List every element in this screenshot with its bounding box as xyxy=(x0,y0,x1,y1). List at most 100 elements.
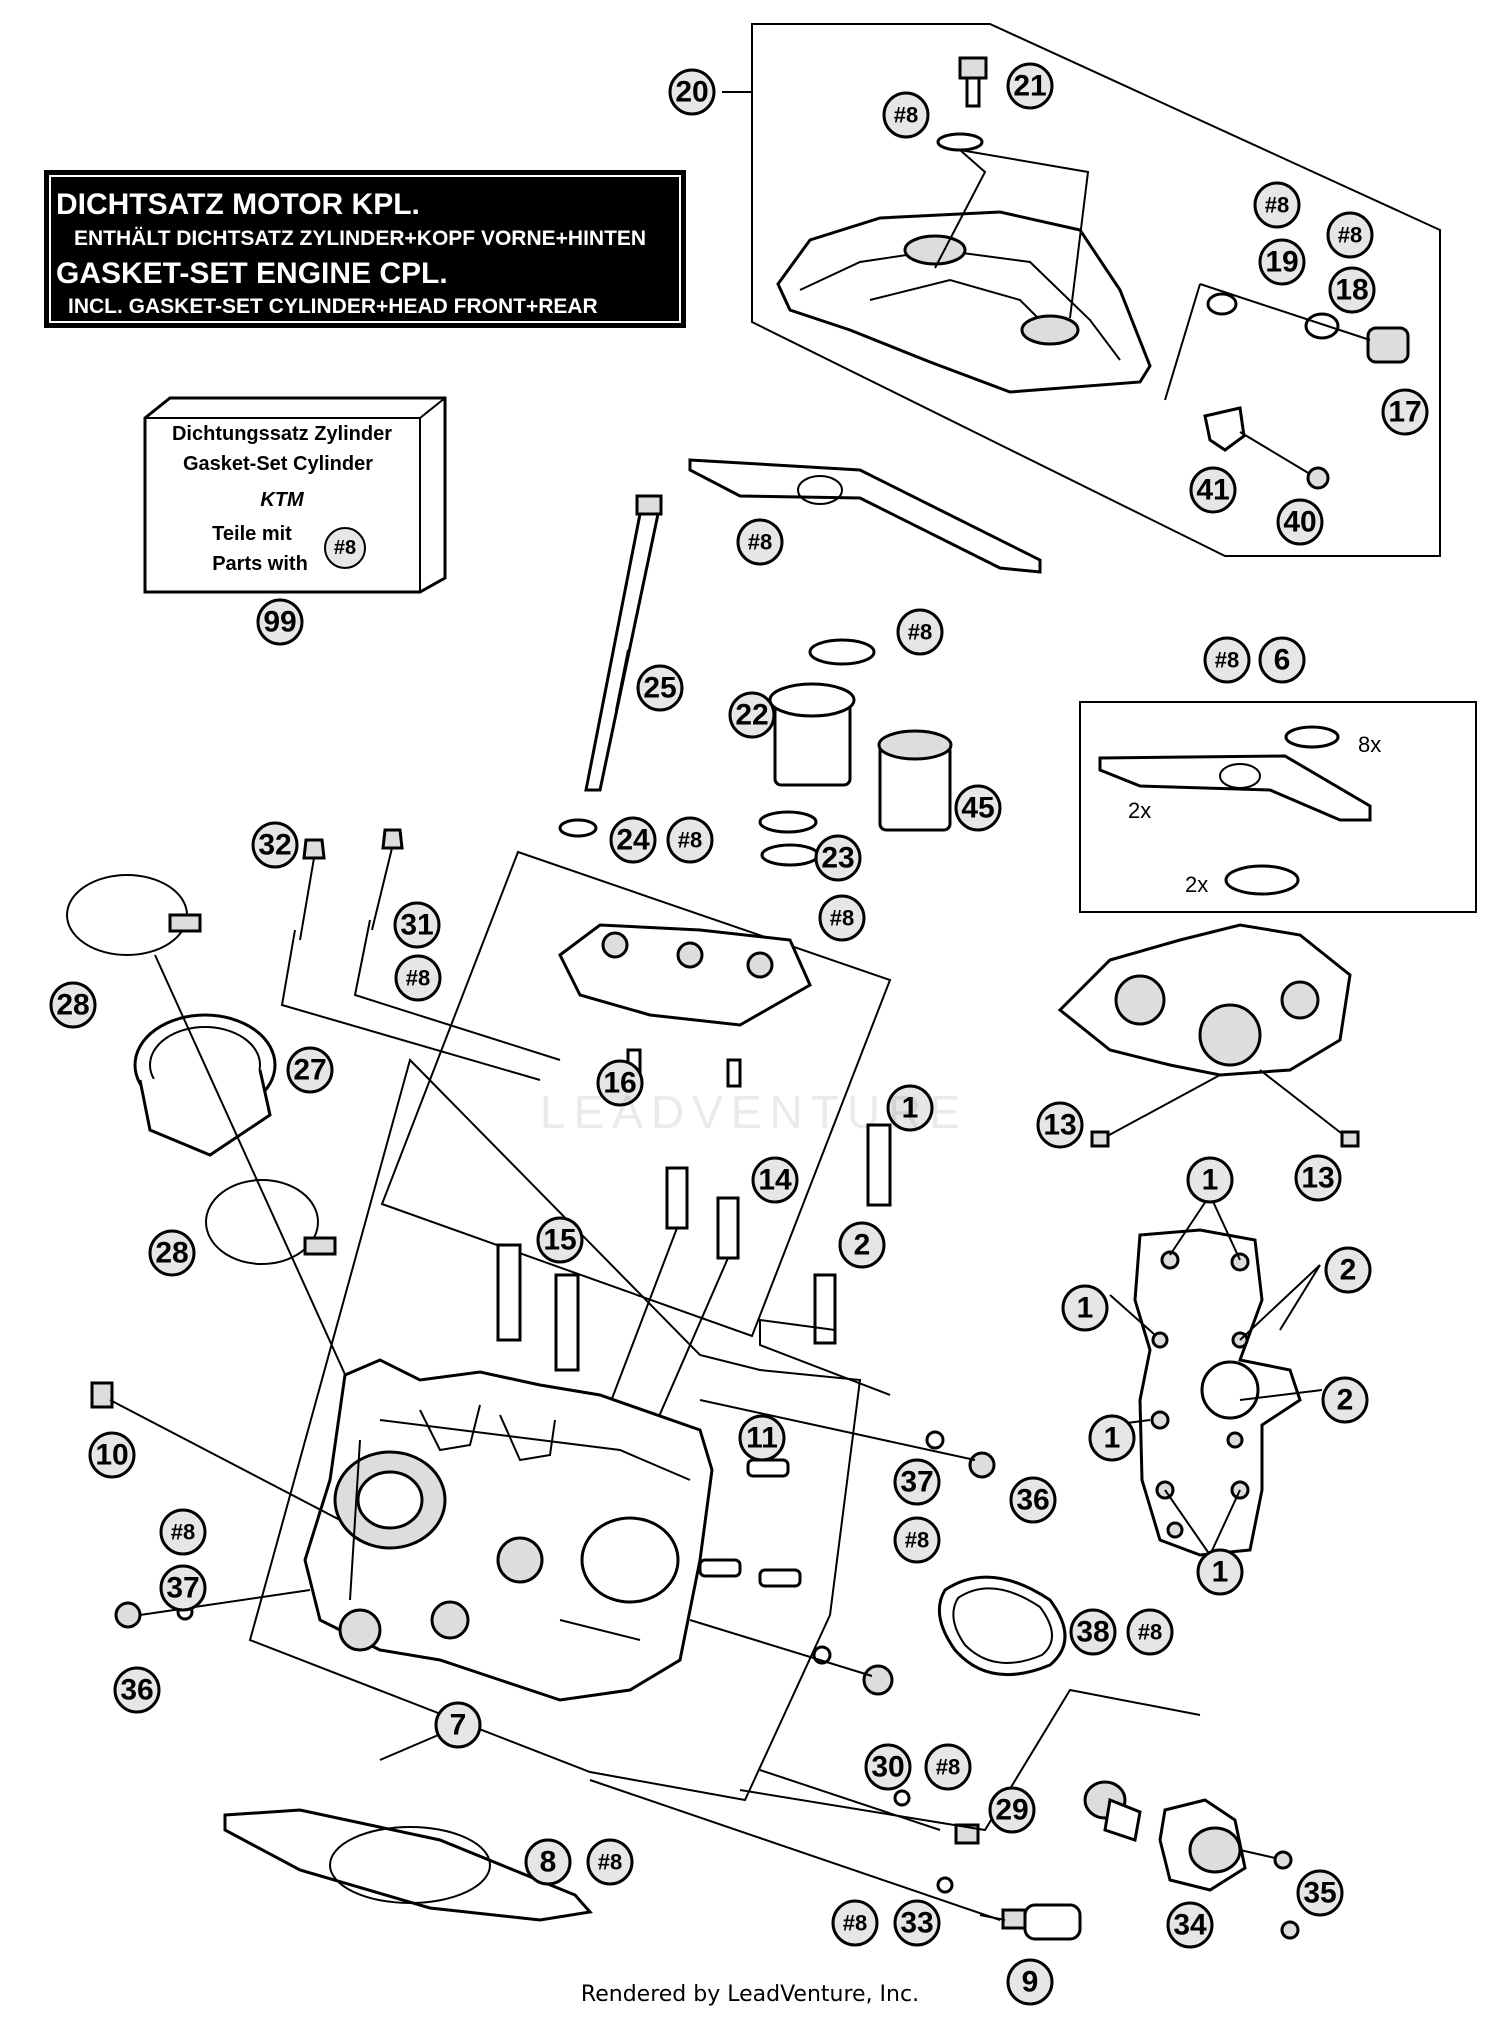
svg-text:#8: #8 xyxy=(1338,223,1362,248)
screws-31-32 xyxy=(280,828,561,1081)
intake-clamp-28-bottom xyxy=(205,1179,337,1265)
svg-text:38: 38 xyxy=(1076,1616,1109,1649)
plug-bottom xyxy=(689,1619,894,1696)
svg-text:30: 30 xyxy=(871,1751,904,1784)
watermark: LEADVENTURE xyxy=(540,1086,968,1138)
svg-text:31: 31 xyxy=(400,909,433,942)
valve-cover xyxy=(776,210,1152,394)
callout-8-g: #8 xyxy=(666,816,714,864)
svg-text:2: 2 xyxy=(1340,1254,1357,1287)
svg-text:#8: #8 xyxy=(171,1520,195,1545)
svg-text:41: 41 xyxy=(1196,474,1229,507)
svg-text:#8: #8 xyxy=(678,828,702,853)
qty-8x: 8x xyxy=(1358,732,1381,757)
callout-10: 10 xyxy=(88,1431,136,1479)
svg-text:13: 13 xyxy=(1301,1162,1334,1195)
temp-sensor-9 xyxy=(979,1903,1082,1941)
callout-36-left: 36 xyxy=(113,1666,161,1714)
callout-15: 15 xyxy=(536,1216,584,1264)
banjo-fitting xyxy=(1199,283,1410,364)
callout-18: 18 xyxy=(1328,266,1376,314)
svg-text:1: 1 xyxy=(1077,1292,1094,1325)
dowel-11c xyxy=(758,1568,802,1588)
label-line-4: INCL. GASKET-SET CYLINDER+HEAD FRONT+REA… xyxy=(68,295,598,318)
svg-text:45: 45 xyxy=(961,792,994,825)
callout-28-bottom: 28 xyxy=(148,1229,196,1277)
callout-14: 14 xyxy=(751,1156,799,1204)
callout-1-c: 1 xyxy=(1061,1284,1109,1332)
svg-text:36: 36 xyxy=(120,1674,153,1707)
svg-text:#8: #8 xyxy=(748,530,772,555)
svg-text:27: 27 xyxy=(293,1054,326,1087)
plate-leaders xyxy=(1109,1194,1323,1556)
callout-8-k: #8 xyxy=(893,1516,941,1564)
svg-text:6: 6 xyxy=(1274,644,1291,677)
callout-7: 7 xyxy=(434,1701,482,1749)
svg-text:#8: #8 xyxy=(908,620,932,645)
callout-36-right: 36 xyxy=(1009,1476,1057,1524)
label-line-1: DICHTSATZ MOTOR KPL. xyxy=(56,188,420,221)
callout-8-c: #8 xyxy=(1326,211,1374,259)
svg-text:34: 34 xyxy=(1173,1909,1207,1942)
callout-28-top: 28 xyxy=(49,981,97,1029)
label-line-2: ENTHÄLT DICHTSATZ ZYLINDER+KOPF VORNE+HI… xyxy=(74,227,646,250)
svg-text:29: 29 xyxy=(995,1794,1028,1827)
callout-8-m: #8 xyxy=(924,1743,972,1791)
svg-text:32: 32 xyxy=(258,829,291,862)
svg-text:1: 1 xyxy=(1202,1164,1219,1197)
callout-8-e: #8 xyxy=(896,608,944,656)
callout-11: 11 xyxy=(738,1414,786,1462)
callout-8-f: #8 xyxy=(1203,636,1251,684)
svg-text:9: 9 xyxy=(1022,1966,1039,1999)
qty-2x-gasket: 2x xyxy=(1128,798,1151,823)
callout-8-h: #8 xyxy=(818,894,866,942)
oil-plug xyxy=(934,56,1090,319)
callout-16: 16 xyxy=(596,1059,644,1107)
svg-text:10: 10 xyxy=(95,1439,128,1472)
svg-text:#8: #8 xyxy=(830,906,854,931)
callout-38: 38 xyxy=(1069,1608,1117,1656)
qty-2x-ring: 2x xyxy=(1185,872,1208,897)
svg-text:#8: #8 xyxy=(843,1911,867,1936)
svg-text:18: 18 xyxy=(1335,274,1368,307)
svg-text:99: 99 xyxy=(263,606,296,639)
footer-credit: Rendered by LeadVenture, Inc. xyxy=(580,1982,920,2007)
plug-36-left xyxy=(114,1589,311,1629)
bolt-2 xyxy=(813,1273,837,1345)
callout-31: 31 xyxy=(393,901,441,949)
callout-32: 32 xyxy=(251,821,299,869)
kit-line-2: Gasket-Set Cylinder xyxy=(183,453,373,475)
head-gasket-8 xyxy=(223,1808,593,1922)
svg-text:17: 17 xyxy=(1388,396,1421,429)
callout-2-c: 2 xyxy=(1321,1376,1369,1424)
chain-tensioner-34 xyxy=(1083,1780,1300,1940)
svg-text:2: 2 xyxy=(854,1229,871,1262)
svg-text:1: 1 xyxy=(1104,1422,1121,1455)
svg-text:35: 35 xyxy=(1303,1877,1336,1910)
svg-text:#8: #8 xyxy=(406,966,430,991)
svg-text:37: 37 xyxy=(166,1572,199,1605)
callout-45: 45 xyxy=(954,784,1002,832)
callout-8-i: #8 xyxy=(394,954,442,1002)
gasket-kit-box: Dichtungssatz Zylinder Gasket-Set Cylind… xyxy=(143,396,447,594)
valve-guides-14 xyxy=(599,1166,740,1461)
callout-27: 27 xyxy=(286,1046,334,1094)
seal-ring-23b xyxy=(760,843,820,867)
svg-text:36: 36 xyxy=(1016,1484,1049,1517)
svg-text:15: 15 xyxy=(543,1224,576,1257)
callout-41: 41 xyxy=(1189,466,1237,514)
dowel-11a xyxy=(746,1458,790,1478)
callout-8-d: #8 xyxy=(736,518,784,566)
callout-37-left: 37 xyxy=(159,1564,207,1612)
plug-36-right xyxy=(699,1399,996,1479)
cylinder-head xyxy=(303,1358,714,1702)
svg-text:#8: #8 xyxy=(905,1528,929,1553)
svg-text:2: 2 xyxy=(1337,1384,1354,1417)
kit-line-4: Parts with xyxy=(212,553,308,575)
intake-clamp-28-top xyxy=(66,874,202,956)
washer-30 xyxy=(893,1789,911,1807)
callout-1-a: 1 xyxy=(886,1084,934,1132)
callout-24: 24 xyxy=(609,816,657,864)
svg-text:8: 8 xyxy=(540,1846,557,1879)
